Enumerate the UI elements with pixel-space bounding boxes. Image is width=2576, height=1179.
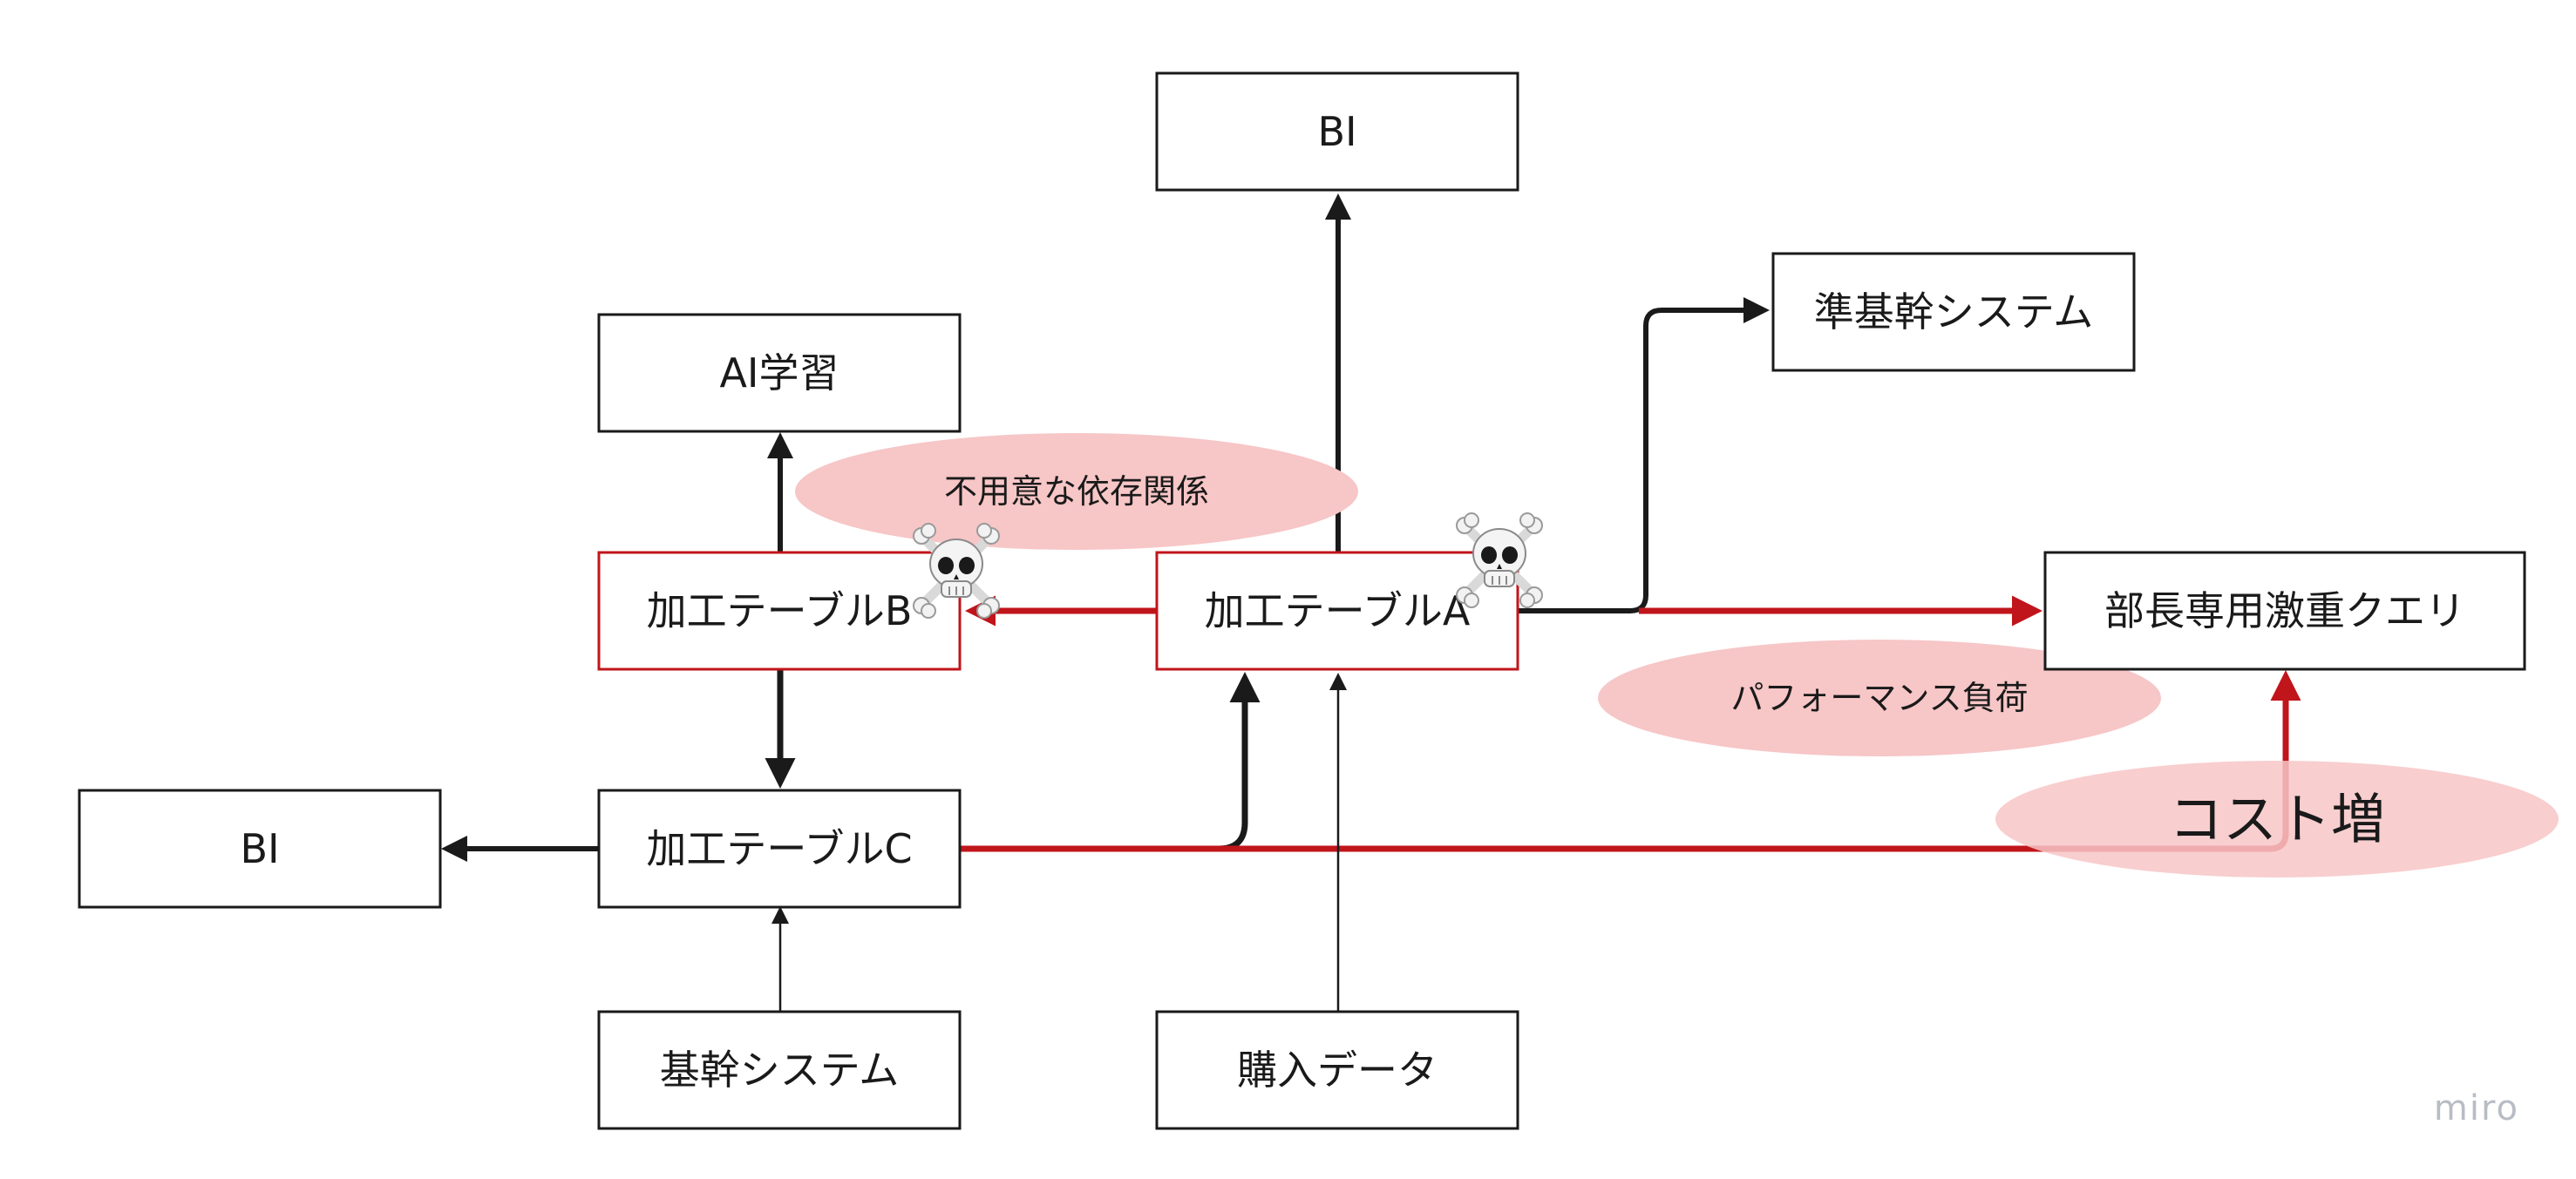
annotation-performance-load: パフォーマンス負荷 bbox=[1598, 640, 2161, 756]
node-label: 加工テーブルB bbox=[647, 587, 913, 634]
annotation-label: 不用意な依存関係 bbox=[944, 472, 1209, 511]
node-label: 準基幹システム bbox=[1814, 288, 2094, 335]
skull-and-crossbones-icon bbox=[913, 523, 1000, 619]
node-box bbox=[597, 551, 962, 671]
node-box bbox=[78, 789, 442, 909]
node-label: BI bbox=[240, 825, 279, 872]
node-label: 加工テーブルA bbox=[1205, 587, 1471, 634]
skull-and-crossbones-icon bbox=[1456, 512, 1543, 608]
node-box bbox=[597, 313, 962, 433]
annotation-label: パフォーマンス負荷 bbox=[1730, 679, 2028, 717]
edge-table-c-to-table-a bbox=[1218, 672, 1261, 852]
node-box bbox=[2043, 551, 2526, 671]
node-label: 購入データ bbox=[1237, 1047, 1438, 1094]
node-label: 基幹システム bbox=[660, 1047, 900, 1094]
node-box bbox=[1771, 252, 2136, 372]
node-ai-training[interactable]: AI学習 bbox=[597, 313, 962, 433]
node-purchase-data[interactable]: 購入データ bbox=[1155, 1010, 1519, 1130]
node-box bbox=[597, 1010, 962, 1130]
node-table-b[interactable]: 加工テーブルB bbox=[597, 551, 962, 671]
annotation-ellipse bbox=[1598, 640, 2161, 756]
annotations: 不用意な依存関係 パフォーマンス負荷 bbox=[795, 433, 2161, 756]
miro-watermark: miro bbox=[2434, 1088, 2519, 1128]
annotation-cost-increase: コスト増 bbox=[1995, 761, 2559, 877]
node-box bbox=[1155, 71, 1519, 192]
node-bi-left[interactable]: BI bbox=[78, 789, 442, 909]
node-table-a[interactable]: 加工テーブルA bbox=[1155, 551, 1519, 671]
node-box bbox=[597, 789, 962, 909]
node-box bbox=[1155, 1010, 1519, 1130]
annotation-unintended-dependency: 不用意な依存関係 bbox=[795, 433, 1358, 550]
annotation-label: コスト増 bbox=[2169, 788, 2385, 851]
node-bi-top[interactable]: BI bbox=[1155, 71, 1519, 192]
edge-table-a-to-semi-core-system bbox=[1519, 297, 1770, 613]
node-label: AI学習 bbox=[719, 349, 839, 396]
node-semi-core-system[interactable]: 準基幹システム bbox=[1771, 252, 2136, 372]
annotation-ellipse bbox=[1995, 761, 2559, 877]
node-manager-query[interactable]: 部長専用激重クエリ bbox=[2043, 551, 2526, 671]
annotation-ellipse bbox=[795, 433, 1358, 550]
node-core-system[interactable]: 基幹システム bbox=[597, 1010, 962, 1130]
node-table-c[interactable]: 加工テーブルC bbox=[597, 789, 962, 909]
node-box bbox=[1155, 551, 1519, 671]
node-label: BI bbox=[1317, 108, 1356, 155]
node-label: 加工テーブルC bbox=[646, 825, 912, 872]
nodes: BI 準基幹システム AI学習 加工テーブルB 加工テーブルA 部長専用激重クエ… bbox=[78, 71, 2526, 1130]
node-label: 部長専用激重クエリ bbox=[2104, 587, 2465, 634]
